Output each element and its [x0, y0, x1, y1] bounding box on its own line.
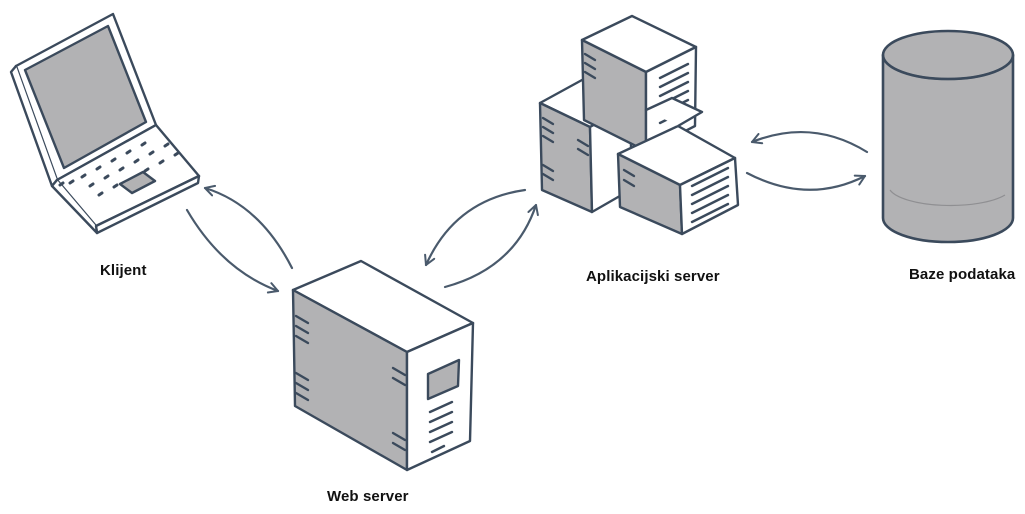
- arrow-appserver-to-webserver: [424, 188, 527, 267]
- arrow-client-to-webserver: [185, 208, 280, 294]
- database-label: Baze podataka: [909, 266, 1016, 283]
- arrow-appserver-to-database: [745, 171, 867, 191]
- web-server-label: Web server: [327, 488, 409, 505]
- arrow-webserver-to-client: [203, 184, 294, 270]
- laptop-icon: [9, 12, 201, 235]
- app-server-label: Aplikacijski server: [586, 268, 720, 285]
- connection-arrows: [185, 130, 869, 294]
- client-label: Klijent: [100, 262, 147, 279]
- server-tower-icon: [291, 259, 475, 472]
- arrow-webserver-to-appserver: [443, 203, 539, 289]
- server-cubes-icon: [538, 14, 740, 236]
- database-cylinder-icon: [881, 29, 1015, 244]
- arrow-database-to-appserver: [750, 130, 869, 154]
